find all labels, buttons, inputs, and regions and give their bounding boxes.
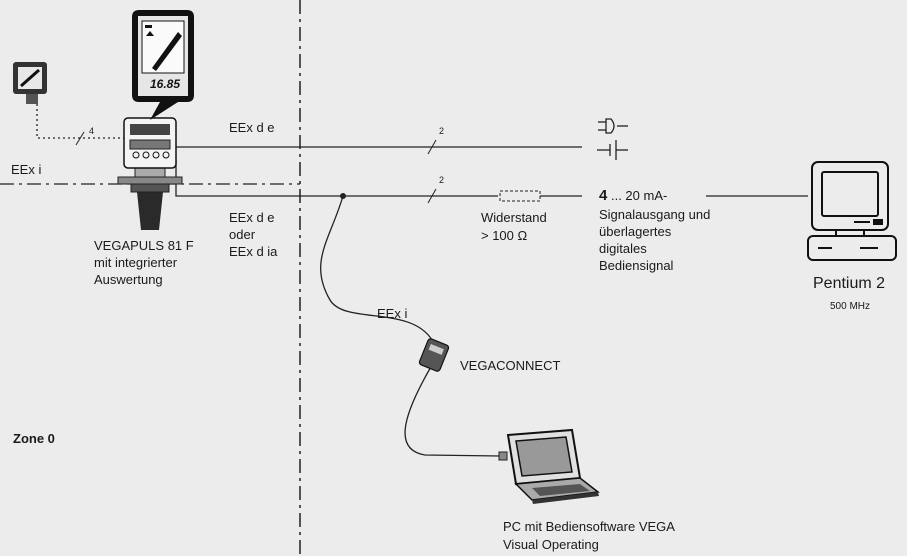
device-label-line1: VEGAPULS 81 F — [94, 238, 194, 253]
wire-count-signal: 2 — [439, 175, 445, 185]
zone-label-eex-i: EEx i — [11, 162, 42, 177]
signal-cable — [153, 150, 498, 197]
signal-current-min: 4 — [599, 187, 608, 204]
display-callout — [132, 10, 194, 120]
signal-label-line3: überlagertes — [599, 224, 672, 239]
hart-connection-cable — [320, 195, 433, 341]
plug-icon — [598, 118, 628, 134]
vegaconnect-label: VEGACONNECT — [460, 358, 561, 373]
signal-label-line1: 4 ... 20 mA- — [599, 187, 667, 204]
laptop-label-line2: Visual Operating — [503, 537, 599, 552]
desktop-pc-icon — [807, 161, 897, 261]
laptop-label-line1: PC mit Bediensoftware VEGA — [503, 519, 675, 534]
laptop-plug-icon — [498, 451, 508, 461]
cable-protection-line1: EEx d e — [229, 210, 275, 225]
wire-count-sensor: 4 — [89, 126, 95, 136]
vegaconnect-to-laptop-cable — [404, 364, 501, 457]
resistor-label-line2: > 100 Ω — [481, 228, 528, 243]
zone-label-zone0: Zone 0 — [13, 431, 55, 446]
device-label-line2: mit integrierter — [94, 255, 178, 270]
resistor-symbol — [499, 190, 541, 202]
signal-label-line2: Signalausgang und — [599, 207, 711, 222]
wire-count-power: 2 — [439, 126, 445, 136]
dc-supply-icon — [597, 140, 628, 160]
zone-label-eex-de: EEx d e — [229, 120, 275, 135]
laptop-icon — [506, 428, 600, 504]
display-reading: 16.85 — [150, 77, 181, 91]
vegaconnect-adapter-icon — [418, 338, 450, 372]
wire-count-mark-power — [427, 139, 437, 155]
remote-display-icon — [13, 62, 47, 104]
remote-display-link — [36, 104, 126, 139]
resistor-label-line1: Widerstand — [481, 210, 547, 225]
signal-label-line4: digitales — [599, 241, 647, 256]
cable-protection-line2: oder — [229, 227, 256, 242]
cable-protection-line3: EEx d ia — [229, 244, 278, 259]
wire-count-mark-sensor — [75, 131, 85, 146]
signal-label-line5: Bediensignal — [599, 258, 674, 273]
pc-name: Pentium 2 — [813, 275, 886, 292]
device-label-line3: Auswertung — [94, 272, 163, 287]
signal-current-range: ... 20 mA- — [610, 188, 668, 203]
pc-speed: 500 MHz — [830, 301, 871, 312]
connect-cable-label: EEx i — [377, 306, 408, 321]
wire-count-mark-signal — [427, 188, 437, 204]
radar-sensor-icon — [117, 117, 183, 230]
